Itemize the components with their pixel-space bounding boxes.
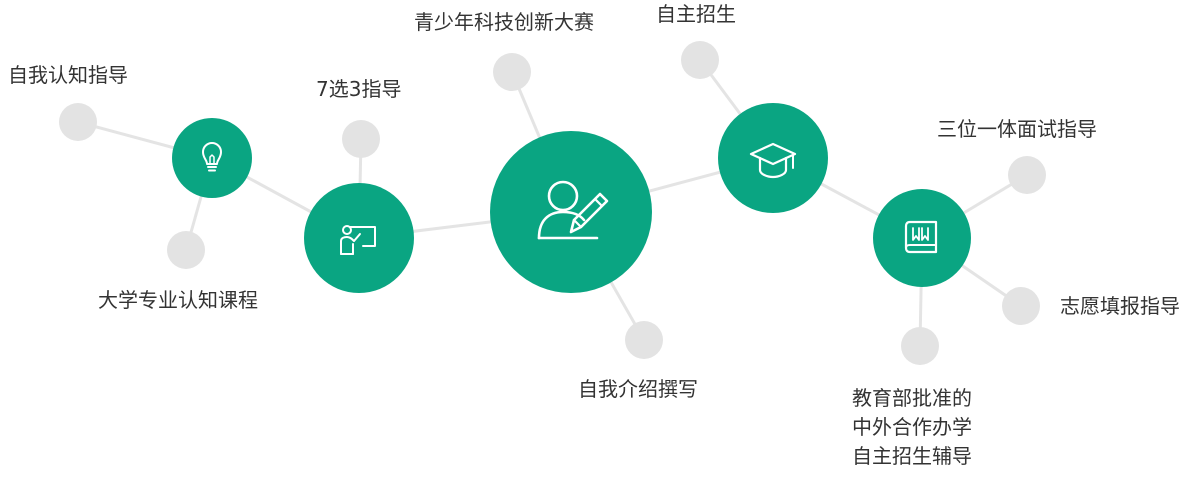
satellite-node xyxy=(167,231,205,269)
label-joint-program: 教育部批准的 中外合作办学 自主招生辅导 xyxy=(852,386,972,468)
satellite-nodes xyxy=(59,41,1046,365)
user-pencil-icon xyxy=(537,180,609,240)
label-subject-choice: 7选3指导 xyxy=(316,77,402,101)
graduation-cap-icon xyxy=(749,142,797,179)
label-self-awareness: 自我认知指导 xyxy=(8,63,128,87)
satellite-node xyxy=(1002,287,1040,325)
label-application: 志愿填报指导 xyxy=(1060,294,1180,318)
satellite-node xyxy=(342,120,380,158)
label-innovation-contest: 青少年科技创新大赛 xyxy=(414,10,594,34)
label-interview: 三位一体面试指导 xyxy=(937,117,1097,141)
lightbulb-icon xyxy=(202,142,222,172)
hub-insight xyxy=(172,118,252,198)
satellite-node xyxy=(681,41,719,79)
label-self-introduction: 自我介绍撰写 xyxy=(578,377,698,401)
satellite-node xyxy=(493,53,531,91)
satellite-node xyxy=(59,103,97,141)
label-independent-admission: 自主招生 xyxy=(656,2,736,26)
book-icon xyxy=(904,220,938,254)
hub-guidance xyxy=(304,183,414,293)
satellite-node xyxy=(901,327,939,365)
satellite-node xyxy=(1008,156,1046,194)
label-university-courses: 大学专业认知课程 xyxy=(98,288,258,312)
hub-writing xyxy=(490,131,652,293)
hub-study xyxy=(873,189,971,287)
satellite-node xyxy=(625,321,663,359)
hub-admission xyxy=(718,103,828,213)
teacher-board-icon xyxy=(340,225,376,255)
